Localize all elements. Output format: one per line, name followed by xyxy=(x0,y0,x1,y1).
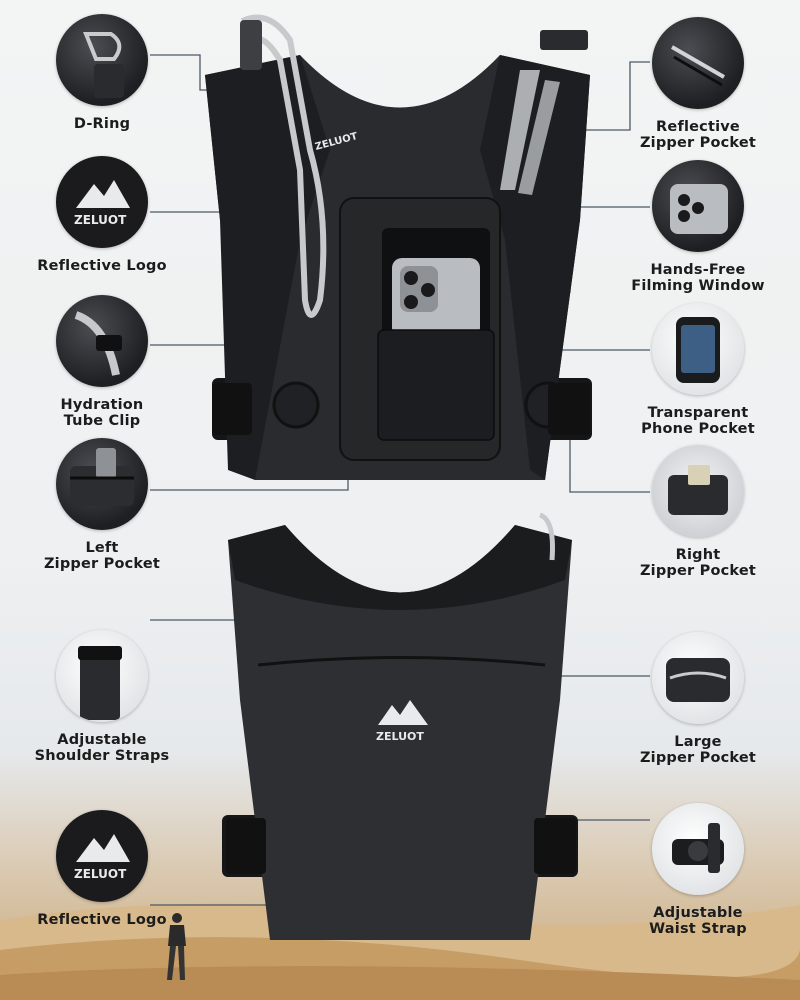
buckle-icon xyxy=(652,803,744,895)
feature-label: Reflective Logo xyxy=(37,258,167,274)
svg-text:ZELUOT: ZELUOT xyxy=(376,730,424,743)
reflective-zipper-icon xyxy=(652,17,744,109)
svg-text:ZELUOT: ZELUOT xyxy=(74,867,127,881)
feature-reflective-logo-back: ZELUOT Reflective Logo xyxy=(12,810,192,928)
runner-silhouette xyxy=(167,913,186,980)
feature-label: Reflective Logo xyxy=(37,912,167,928)
svg-text:ZELUOT: ZELUOT xyxy=(74,213,127,227)
feature-label: D-Ring xyxy=(73,116,131,132)
d-ring-icon xyxy=(56,14,148,106)
tube-clip-icon xyxy=(56,295,148,387)
transparent-pocket-icon xyxy=(652,303,744,395)
feature-reflective-logo-front: ZELUOT Reflective Logo xyxy=(12,156,192,274)
right-pocket-icon xyxy=(652,445,744,537)
phone-camera-icon xyxy=(652,160,744,252)
mountain-logo-icon: ZELUOT xyxy=(56,156,148,248)
back-vest: ZELUOT xyxy=(222,512,578,940)
mountain-logo-icon: ZELUOT xyxy=(56,810,148,902)
feature-d-ring: D-Ring xyxy=(12,14,192,132)
large-pocket-icon xyxy=(652,632,744,724)
zipper-pocket-icon xyxy=(56,438,148,530)
desert-dunes xyxy=(0,903,800,1000)
shoulder-strap-icon xyxy=(56,630,148,722)
front-vest: ZELUOT xyxy=(205,14,592,480)
